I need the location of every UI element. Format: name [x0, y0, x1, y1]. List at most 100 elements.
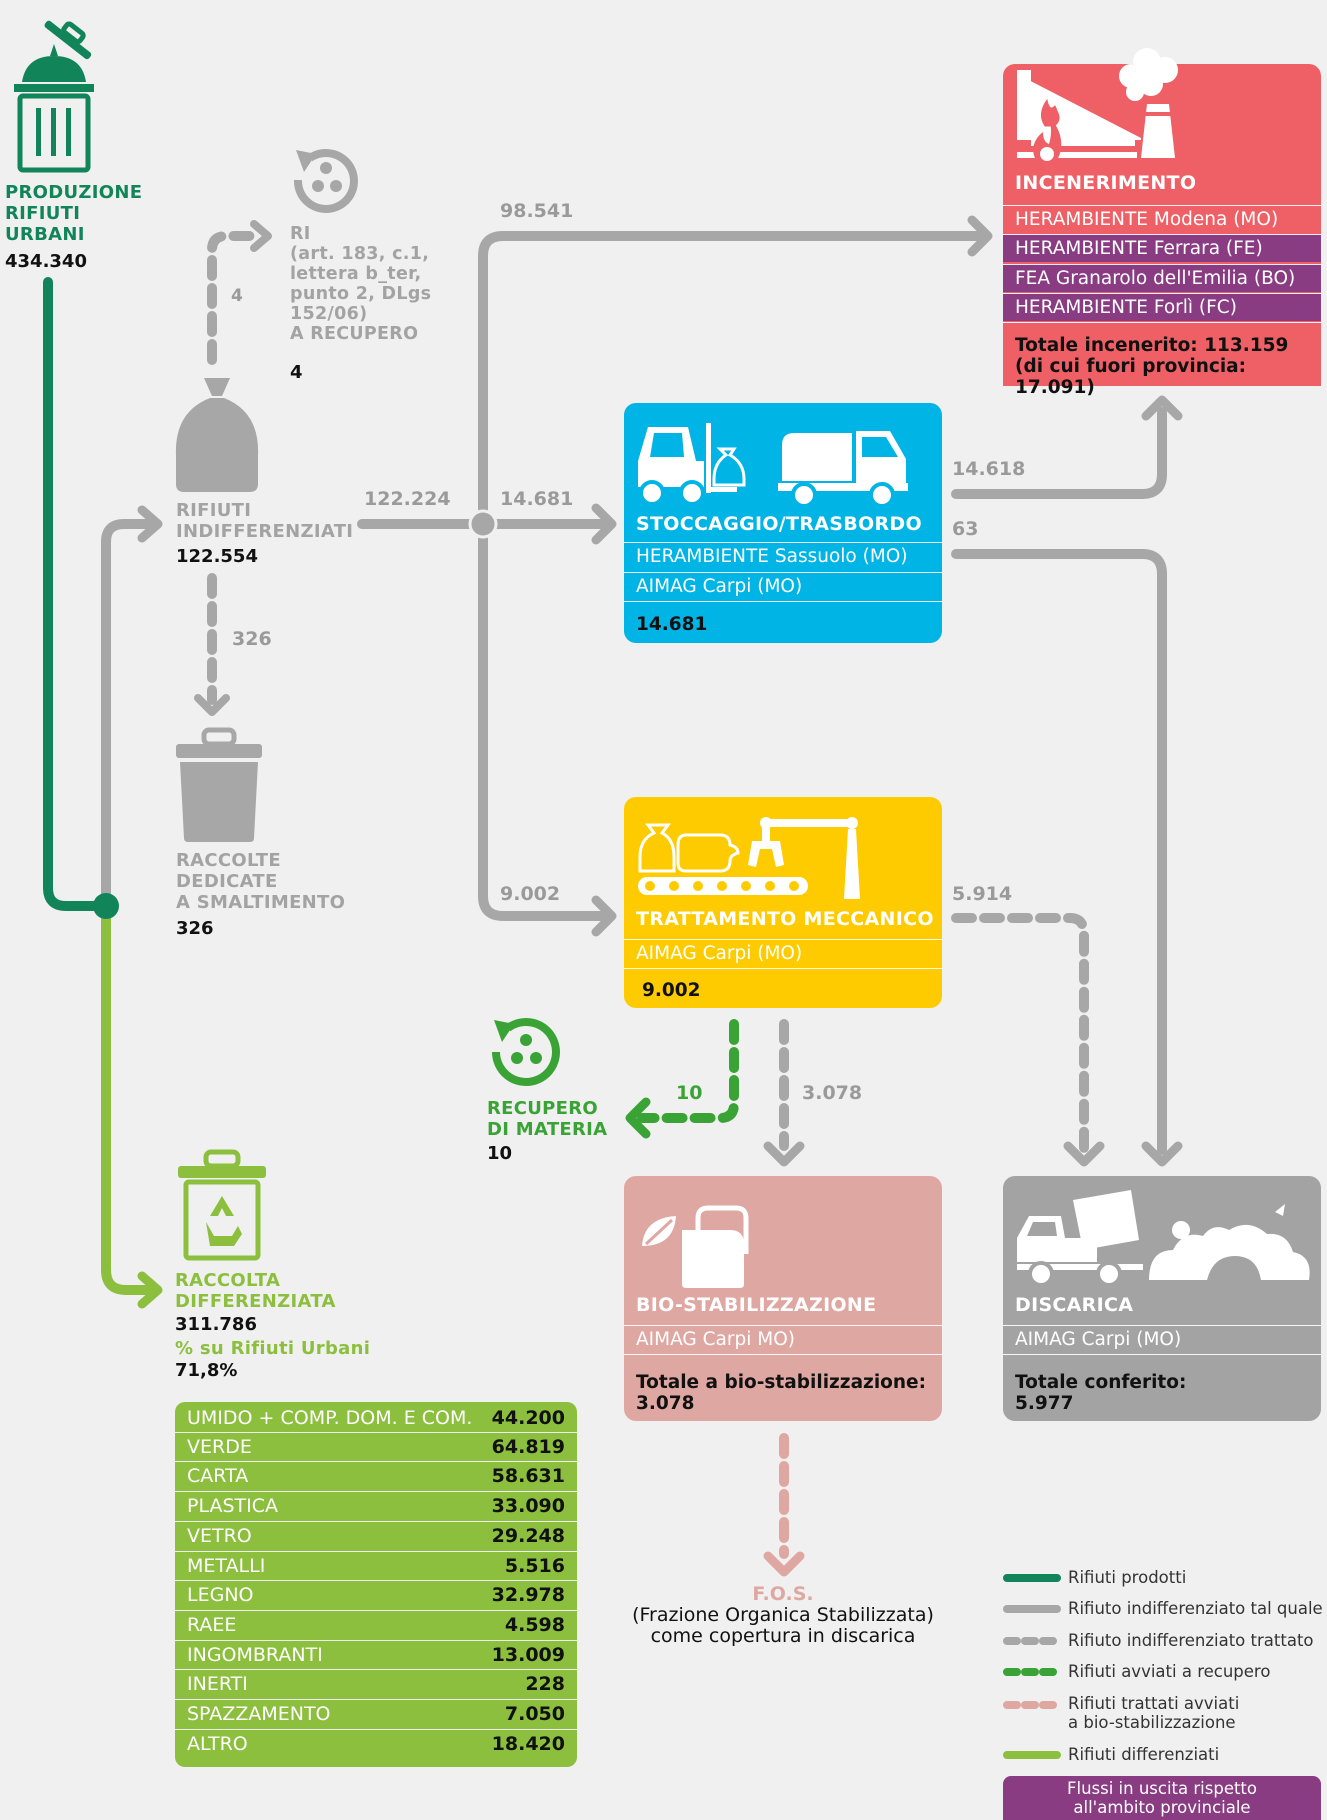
ri-flow-value: 4	[231, 286, 243, 306]
dedicate-value: 326	[176, 918, 214, 939]
table-row-category: CARTA	[187, 1465, 249, 1488]
differenziata-pct-label: % su Rifiuti Urbani	[175, 1338, 371, 1359]
flow-to-incenerimento: 98.541	[500, 200, 574, 222]
trunk-up-line	[478, 231, 985, 529]
incenerimento-arrow	[967, 215, 993, 257]
flow-stocc-inc: 14.618	[952, 458, 1026, 480]
dedicate-arrow	[194, 694, 230, 716]
incenerimento-plant-4: HERAMBIENTE Forlì (FC)	[1003, 293, 1321, 321]
incinerator-icon	[1017, 48, 1178, 158]
differenziata-value: 311.786	[175, 1314, 257, 1335]
flow-to-bio: 3.078	[802, 1082, 863, 1104]
trattamento-total: 9.002	[642, 980, 701, 1001]
table-row-value: 4.598	[504, 1613, 565, 1636]
differenziata-arrow	[137, 1271, 163, 1309]
table-row-category: RAEE	[187, 1613, 237, 1636]
junction-dot	[93, 893, 119, 919]
table-row-value: 5.516	[504, 1554, 565, 1577]
table-row: RAEE 4.598	[175, 1609, 577, 1640]
table-row-category: METALLI	[187, 1554, 266, 1577]
table-row-category: LEGNO	[187, 1584, 254, 1607]
table-row: METALLI 5.516	[175, 1550, 577, 1581]
stoccaggio-total-row	[624, 601, 942, 643]
landfill-truck-icon	[1017, 1190, 1310, 1287]
trattamento-title: TRATTAMENTO MECCANICO	[636, 908, 934, 930]
stoccaggio-plant-2: AIMAG Carpi (MO)	[624, 572, 942, 600]
tratt-rec-arrow	[625, 1097, 651, 1139]
table-row: VERDE 64.819	[175, 1431, 577, 1462]
bio-fos-arrow	[763, 1551, 805, 1577]
incenerimento-box: INCENERIMENTO HERAMBIENTE Modena (MO) HE…	[1003, 48, 1321, 398]
table-row-value: 33.090	[491, 1495, 565, 1518]
incenerimento-plant-3: FEA Granarolo dell'Emilia (BO)	[1003, 264, 1321, 292]
bio-reactor-icon	[642, 1205, 749, 1288]
table-row-category: VERDE	[187, 1435, 252, 1458]
legend-prodotti: Rifiuti prodotti	[1068, 1568, 1187, 1587]
stocc-disc-line	[951, 549, 1167, 1155]
stoccaggio-plant-1: HERAMBIENTE Sassuolo (MO)	[624, 542, 942, 570]
stoccaggio-box: STOCCAGGIO/TRASBORDO HERAMBIENTE Sassuol…	[624, 403, 942, 643]
stoccaggio-title: STOCCAGGIO/TRASBORDO	[636, 513, 922, 535]
table-row: UMIDO + COMP. DOM. E COM.44.200	[175, 1404, 577, 1434]
legend-diff: Rifiuti differenziati	[1068, 1745, 1220, 1764]
table-row-category: SPAZZAMENTO	[187, 1703, 331, 1725]
table-row-category: INERTI	[187, 1673, 248, 1696]
bio-total: Totale a bio-stabilizzazione:3.078	[636, 1372, 926, 1414]
flow-to-trattamento: 9.002	[500, 883, 561, 905]
indiff-value: 122.554	[176, 546, 258, 567]
fos-title: F.O.S.	[752, 1583, 814, 1605]
ri-dashed-line	[207, 231, 263, 365]
stocc-disc-arrow	[1141, 1141, 1183, 1167]
legend-trattato: Rifiuto indifferenziato trattato	[1068, 1631, 1314, 1650]
conveyor-robot-icon	[638, 817, 860, 899]
indiff-line	[101, 519, 155, 911]
trattamento-plant-1: AIMAG Carpi (MO)	[624, 939, 942, 967]
stocc-inc-arrow	[1141, 395, 1183, 421]
discarica-total-row	[1003, 1354, 1321, 1421]
fos-label: F.O.S. (Frazione Organica Stabilizzata) …	[600, 1584, 966, 1647]
differenziata-line	[101, 901, 155, 1295]
trunk-dot	[468, 509, 498, 539]
tratt-disc-line	[951, 913, 1089, 1155]
recycling-bin-icon	[178, 1149, 266, 1261]
flow-stocc-disc: 63	[952, 518, 979, 540]
recycle-materia-icon	[492, 1018, 560, 1086]
table-row-category: INGOMBRANTI	[187, 1643, 323, 1666]
incenerimento-total: Totale incenerito: 113.159(di cui fuori …	[1015, 335, 1289, 398]
recycle-ri-icon	[293, 149, 358, 213]
trunk-down-line	[478, 519, 609, 921]
forklift-truck-icon	[638, 423, 908, 508]
indiff-flow-down: 326	[232, 628, 272, 650]
table-row: LEGNO 32.978	[175, 1580, 577, 1610]
trattamento-arrow	[591, 895, 617, 937]
table-row-value: 64.819	[491, 1435, 565, 1458]
flow-tratt-disc: 5.914	[952, 883, 1013, 905]
table-row-value: 228	[525, 1673, 565, 1696]
bio-box: BIO-STABILIZZAZIONE AIMAG Carpi MO) Tota…	[624, 1176, 942, 1421]
trattamento-total-row	[624, 968, 942, 1008]
incenerimento-total-row	[1003, 322, 1321, 386]
differenziata-pct: 71,8%	[175, 1360, 238, 1381]
table-row-value: 13.009	[491, 1643, 565, 1666]
ri-label: RI(art. 183, c.1,lettera b_ter,punto 2, …	[290, 224, 432, 344]
table-row-category: ALTRO	[187, 1732, 248, 1755]
discarica-total: Totale conferito:5.977	[1015, 1372, 1187, 1414]
ri-value: 4	[290, 362, 303, 383]
table-row: INGOMBRANTI 13.009	[175, 1639, 577, 1670]
table-row-category: UMIDO + COMP. DOM. E COM.	[187, 1406, 473, 1429]
tratt-rec-line	[637, 1019, 739, 1123]
table-row-value: 32.978	[491, 1584, 565, 1607]
trattamento-box: TRATTAMENTO MECCANICO AIMAG Carpi (MO) 9…	[624, 797, 942, 1008]
bio-plant: AIMAG Carpi MO)	[624, 1325, 942, 1353]
trash-bin-icon	[14, 20, 94, 173]
tratt-bio-arrow	[763, 1141, 805, 1167]
